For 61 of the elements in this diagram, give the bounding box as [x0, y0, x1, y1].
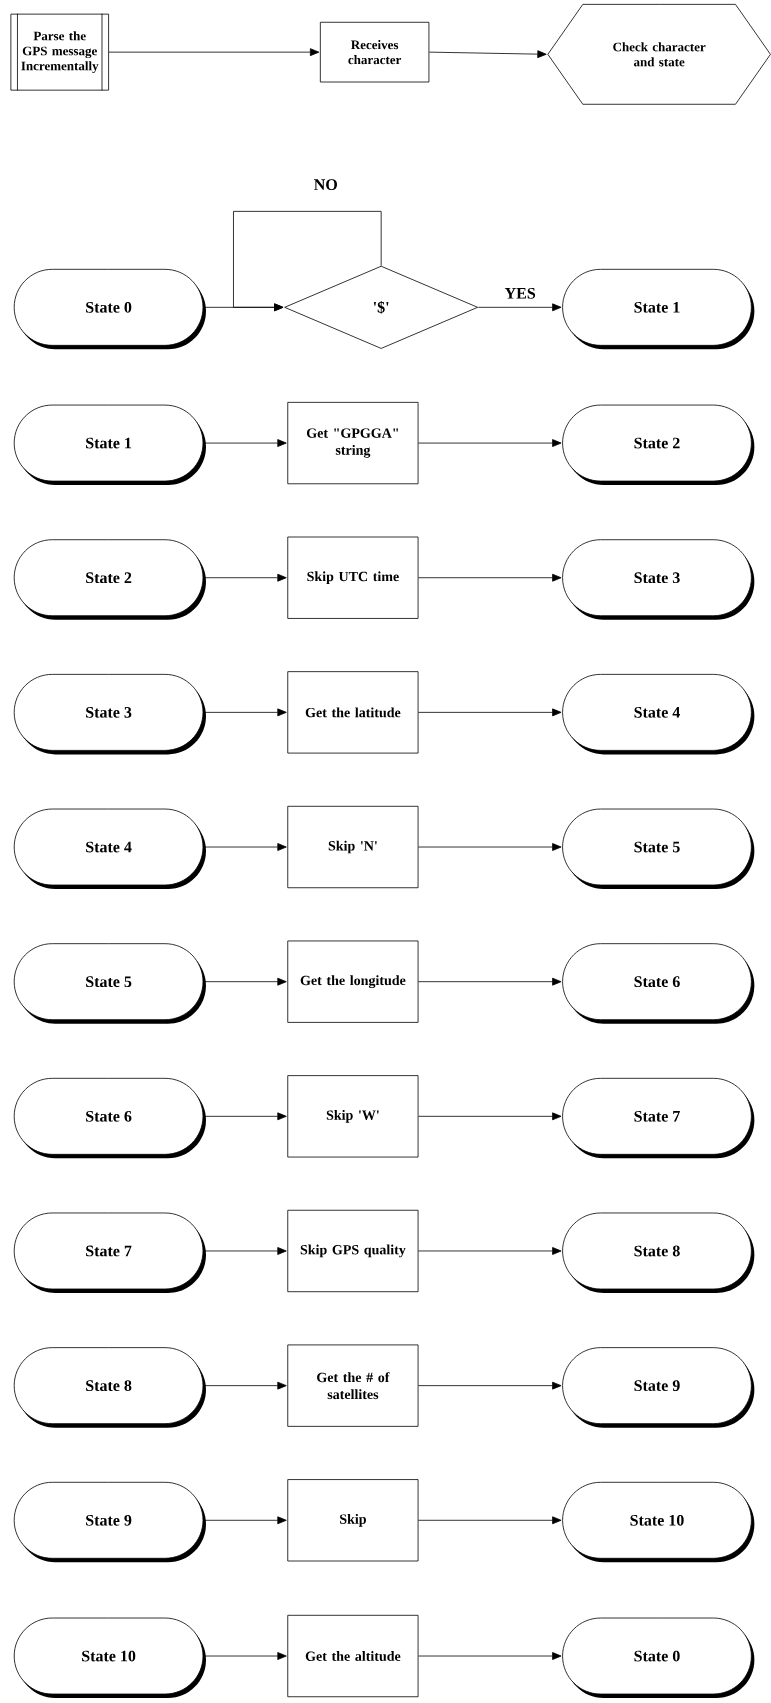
state-terminal: State 5 — [13, 943, 206, 1024]
predefined-process-box: Parse the GPS message Incrementally — [10, 13, 109, 91]
state-terminal: State 10 — [562, 1481, 755, 1563]
arrow — [418, 573, 562, 582]
state-terminal: State 3 — [562, 539, 755, 620]
state-terminal: State 7 — [13, 1212, 206, 1293]
process-box: Get the latitude — [287, 671, 419, 754]
process-box: Receives character — [319, 21, 430, 83]
arrow — [203, 1112, 287, 1121]
state-terminal: State 1 — [13, 404, 206, 486]
state-terminal: State 3 — [13, 673, 206, 755]
arrow — [203, 573, 287, 582]
arrow — [477, 303, 562, 312]
preparation-hexagon: Check character and state — [547, 3, 771, 105]
process-box: Get the altitude — [287, 1614, 419, 1698]
state-terminal: State 2 — [562, 404, 755, 486]
arrow — [418, 1247, 562, 1255]
process-box: Skip UTC time — [287, 536, 419, 619]
state-terminal: State 2 — [13, 539, 206, 620]
arrow — [418, 1516, 562, 1525]
state-terminal: State 1 — [562, 268, 755, 350]
state-terminal: State 7 — [562, 1077, 755, 1159]
arrow — [203, 708, 287, 717]
state-terminal: State 8 — [13, 1347, 206, 1428]
arrow — [418, 1652, 562, 1660]
state-terminal: State 5 — [562, 808, 755, 890]
state-terminal: State 4 — [562, 673, 755, 755]
process-box: Get the # of satellites — [287, 1344, 419, 1427]
arrow — [203, 439, 287, 447]
arrow — [203, 843, 287, 851]
arrow — [108, 48, 320, 57]
arrow — [203, 1247, 287, 1255]
process-box: Skip 'W' — [287, 1075, 419, 1158]
edge-label: NO — [312, 178, 339, 191]
arrow — [203, 977, 287, 986]
arrow — [203, 303, 284, 312]
arrow — [203, 1516, 287, 1525]
arrow — [428, 50, 547, 59]
edge-label: YES — [503, 286, 537, 300]
process-box: Get the longitude — [287, 940, 419, 1023]
arrow — [418, 1381, 562, 1390]
state-terminal: State 9 — [562, 1347, 755, 1428]
process-box: Skip — [287, 1479, 419, 1562]
state-terminal: State 4 — [13, 808, 206, 890]
state-terminal: State 0 — [13, 268, 206, 350]
state-terminal: State 6 — [562, 943, 755, 1024]
arrow — [418, 1112, 562, 1121]
state-terminal: State 6 — [13, 1077, 206, 1159]
state-terminal: State 10 — [13, 1617, 206, 1699]
state-terminal: State 8 — [562, 1212, 755, 1293]
arrow — [418, 977, 562, 986]
state-terminal: State 0 — [562, 1617, 755, 1699]
arrow — [203, 1381, 287, 1390]
process-box: Skip 'N' — [287, 805, 419, 889]
process-box: Skip GPS quality — [287, 1209, 419, 1293]
arrow — [418, 843, 562, 851]
state-terminal: State 9 — [13, 1481, 206, 1563]
arrow — [203, 1652, 287, 1660]
process-box: Get "GPGGA" string — [287, 401, 419, 485]
arrow — [418, 708, 562, 717]
arrow — [418, 439, 562, 447]
